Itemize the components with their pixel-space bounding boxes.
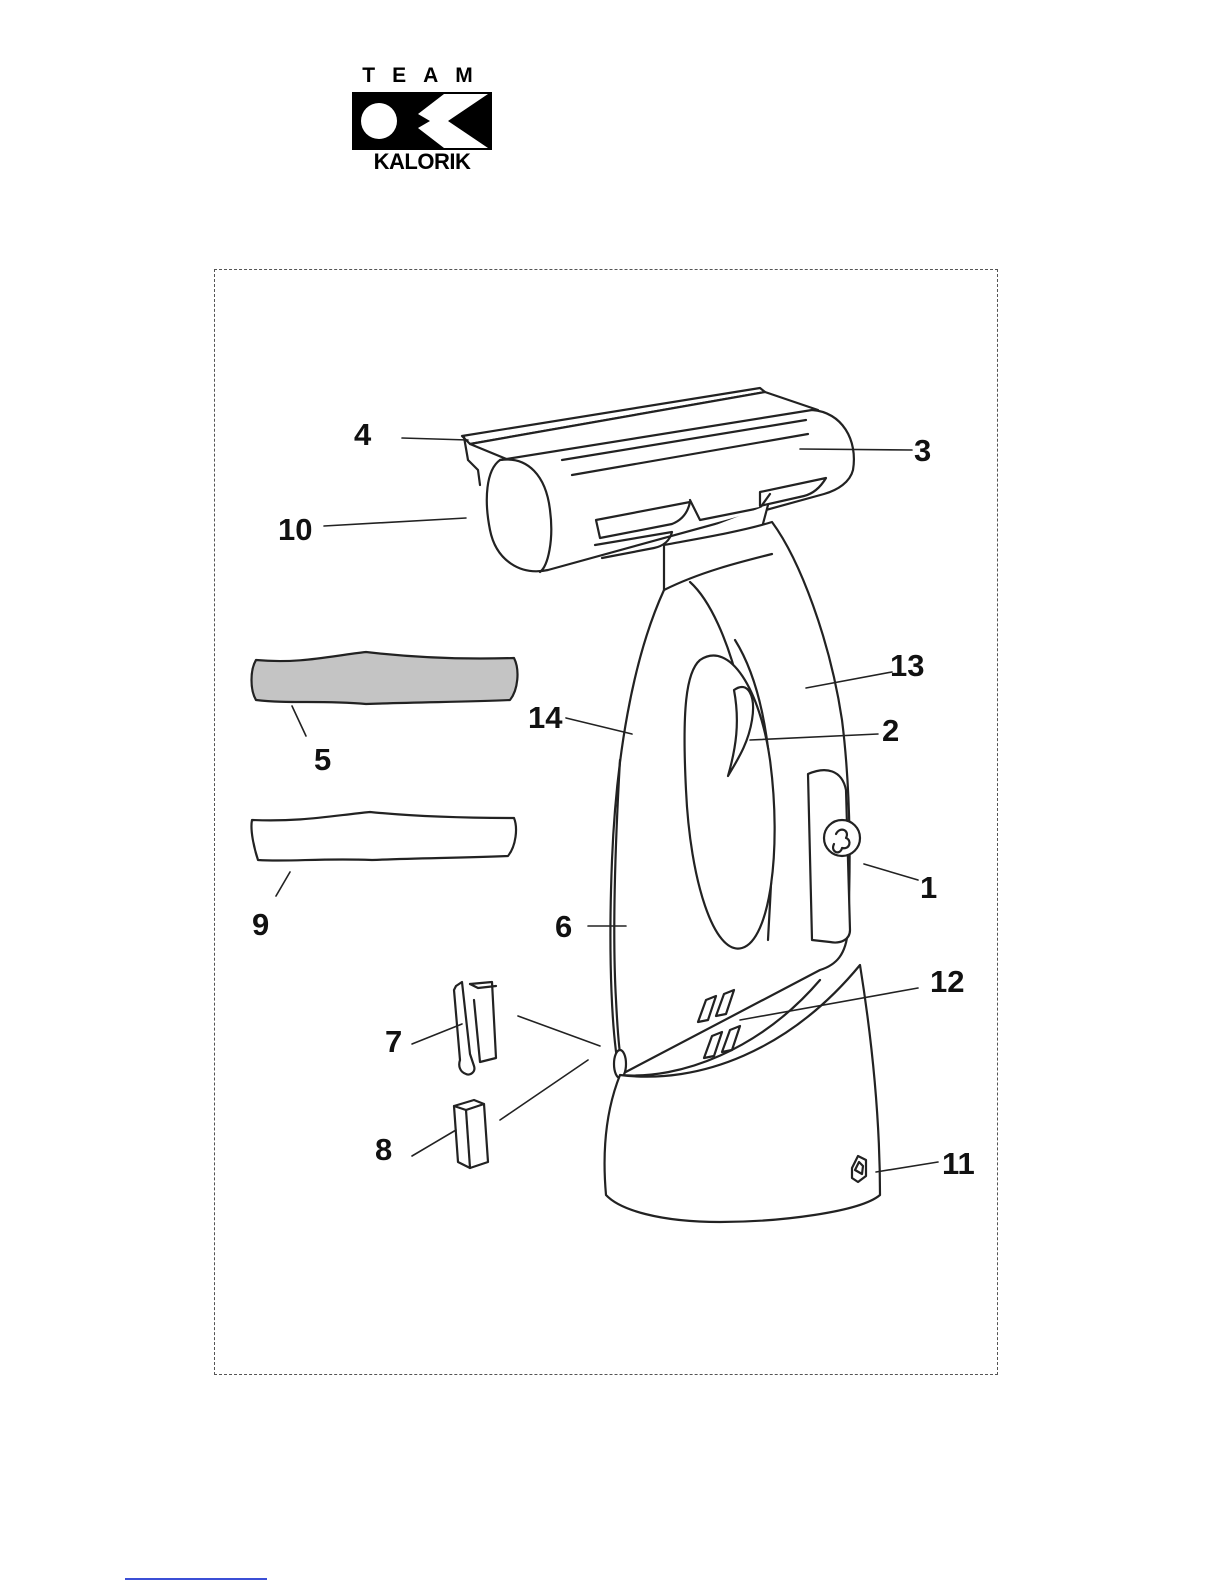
callout-6: 6: [555, 909, 572, 944]
microfibre-pad-grey: [252, 652, 518, 704]
callout-11: 11: [942, 1146, 975, 1181]
callout-12: 12: [930, 964, 964, 999]
filter-part-8: [454, 1100, 488, 1168]
callout-8: 8: [375, 1132, 392, 1167]
callout-5: 5: [314, 742, 331, 777]
callout-13: 13: [890, 648, 924, 683]
callout-3: 3: [914, 433, 931, 468]
callout-7: 7: [385, 1024, 402, 1059]
callout-10: 10: [278, 512, 312, 547]
squeegee-nozzle: [462, 388, 854, 572]
callout-14: 14: [528, 700, 563, 735]
callout-1: 1: [920, 870, 937, 905]
footer-link-underline[interactable]: [125, 1578, 267, 1580]
callout-4: 4: [354, 417, 372, 452]
filter-part-7: [454, 982, 496, 1075]
callout-9: 9: [252, 907, 269, 942]
callout-2: 2: [882, 713, 899, 748]
microfibre-pad-white: [251, 812, 516, 861]
